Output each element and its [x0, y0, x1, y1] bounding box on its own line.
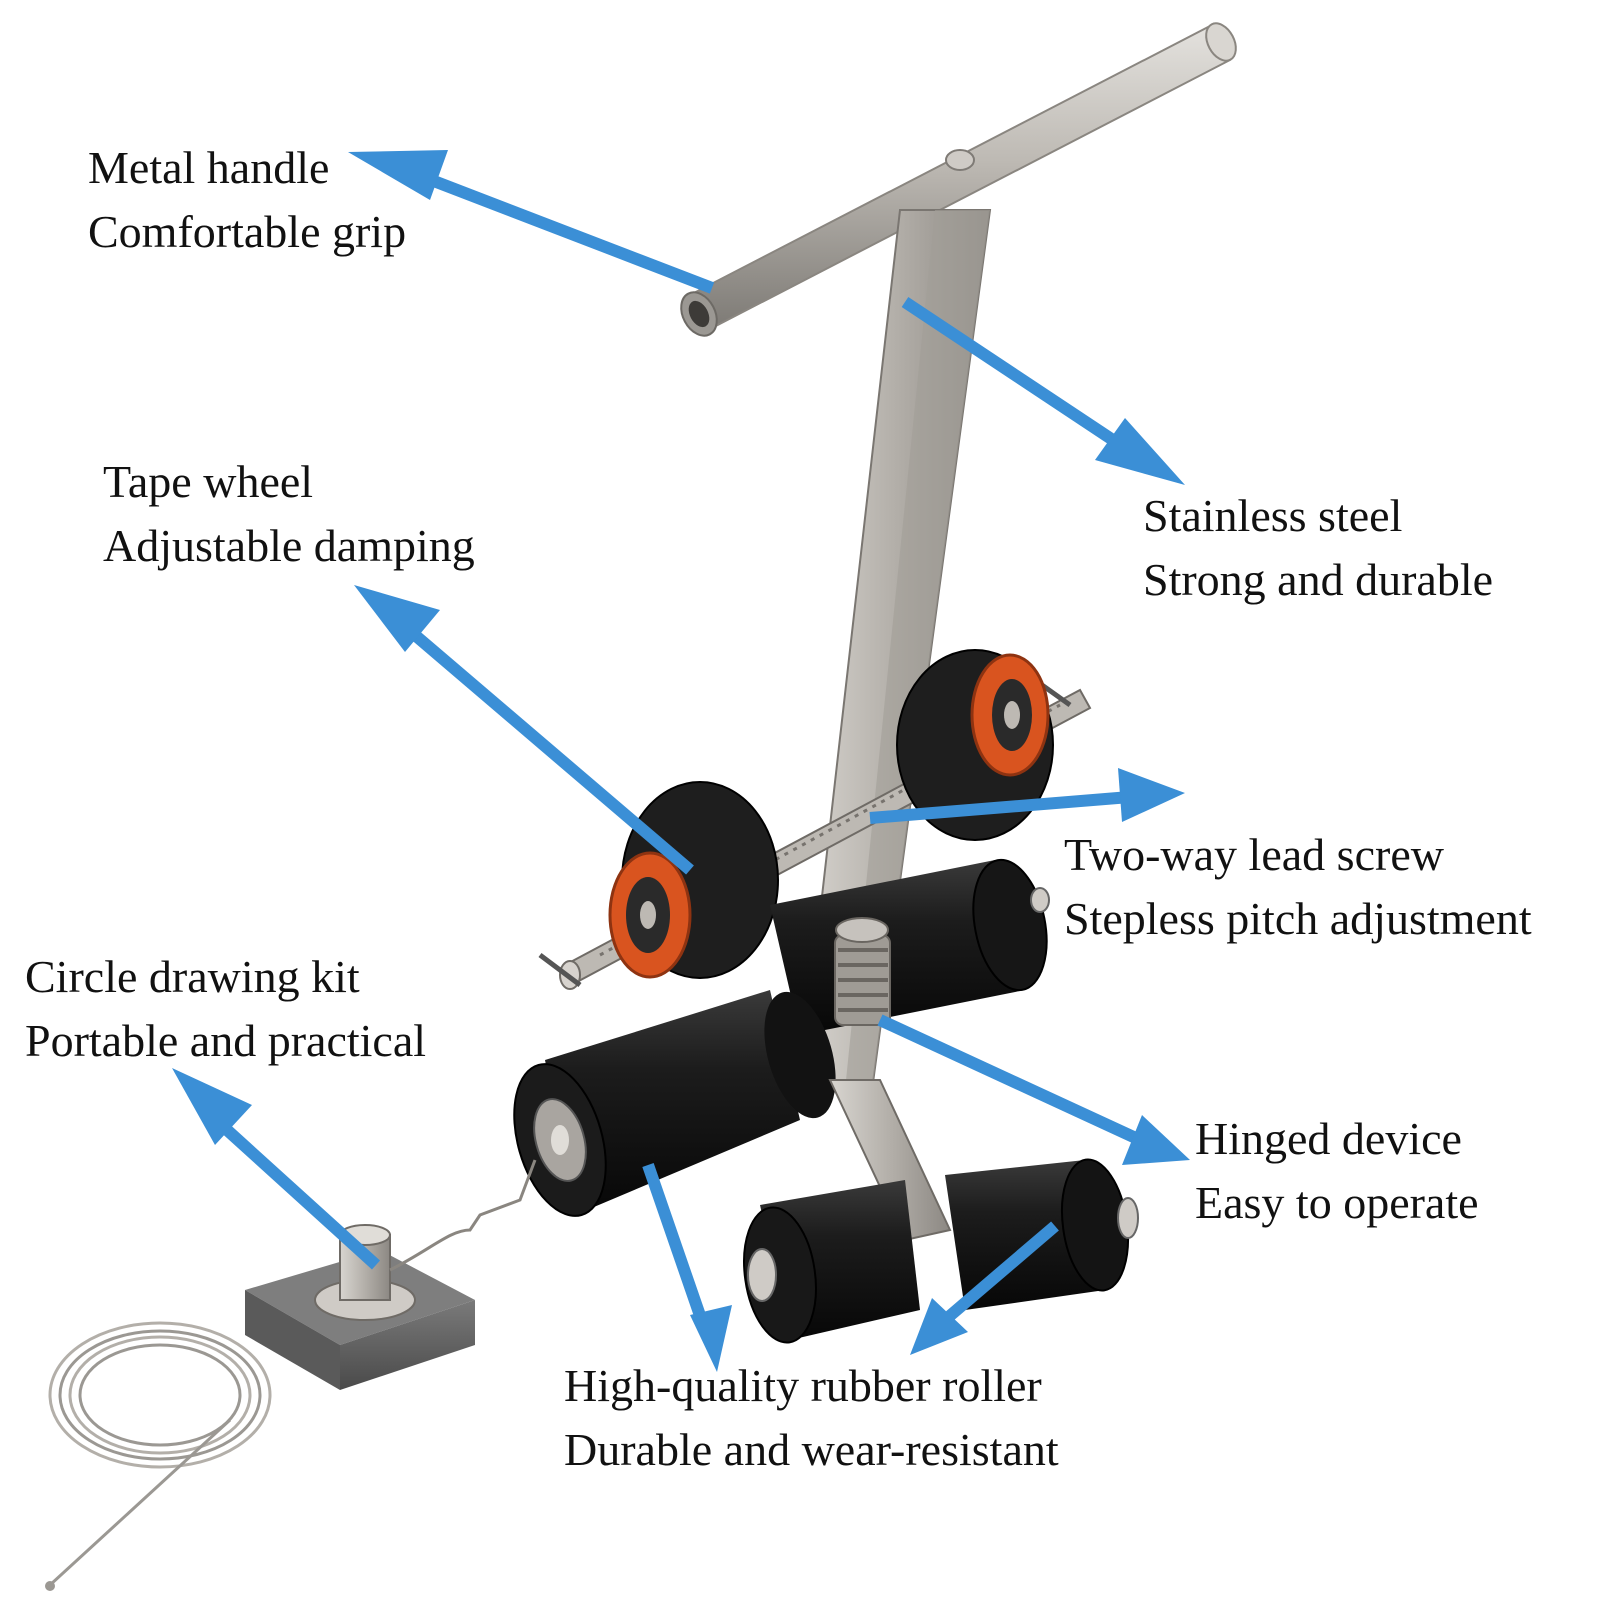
arrow-tape-wheel [354, 585, 694, 875]
circle-drawing-kit [45, 1159, 537, 1591]
label-circle-drawing-kit: Circle drawing kit Portable and practica… [25, 945, 426, 1073]
label-hinged-device: Hinged device Easy to operate [1195, 1107, 1479, 1235]
label-tape-wheel: Tape wheel Adjustable damping [103, 450, 475, 578]
rubber-roller-left [513, 990, 836, 1217]
label-line: Circle drawing kit [25, 951, 360, 1002]
arrow-lead-screw [869, 768, 1185, 824]
arrow-steel [901, 297, 1185, 485]
label-line: Stepless pitch adjustment [1064, 893, 1532, 944]
arrow-circle-kit [172, 1068, 381, 1270]
label-lead-screw: Two-way lead screw Stepless pitch adjust… [1064, 823, 1532, 951]
tape-wheel-upper [896, 649, 1054, 841]
label-line: Metal handle [88, 142, 330, 193]
arrow-roller-left [642, 1163, 732, 1372]
label-line: Portable and practical [25, 1015, 427, 1066]
hinge-spring [834, 917, 891, 1026]
label-line: Stainless steel [1143, 490, 1403, 541]
callout-arrows [172, 150, 1190, 1372]
label-line: Durable and wear-resistant [564, 1424, 1059, 1475]
label-line: Hinged device [1195, 1113, 1462, 1164]
label-line: Two-way lead screw [1064, 829, 1444, 880]
tape-wheel-lower [608, 781, 779, 979]
rubber-roller-bottom [743, 1158, 1139, 1344]
label-line: Tape wheel [103, 456, 314, 507]
label-metal-handle: Metal handle Comfortable grip [88, 136, 406, 264]
arrow-handle [348, 150, 715, 294]
label-line: Strong and durable [1143, 554, 1494, 605]
arrow-hinge [877, 1014, 1190, 1165]
label-line: Adjustable damping [103, 520, 475, 571]
arrow-roller-right [910, 1221, 1059, 1355]
label-line: Comfortable grip [88, 206, 407, 257]
label-line: Easy to operate [1195, 1177, 1479, 1228]
metal-handle [680, 22, 1237, 337]
label-line: High-quality rubber roller [564, 1360, 1042, 1411]
label-stainless-steel: Stainless steel Strong and durable [1143, 484, 1493, 612]
label-rubber-roller: High-quality rubber roller Durable and w… [564, 1354, 1059, 1482]
rubber-roller-upper [770, 858, 1050, 1035]
